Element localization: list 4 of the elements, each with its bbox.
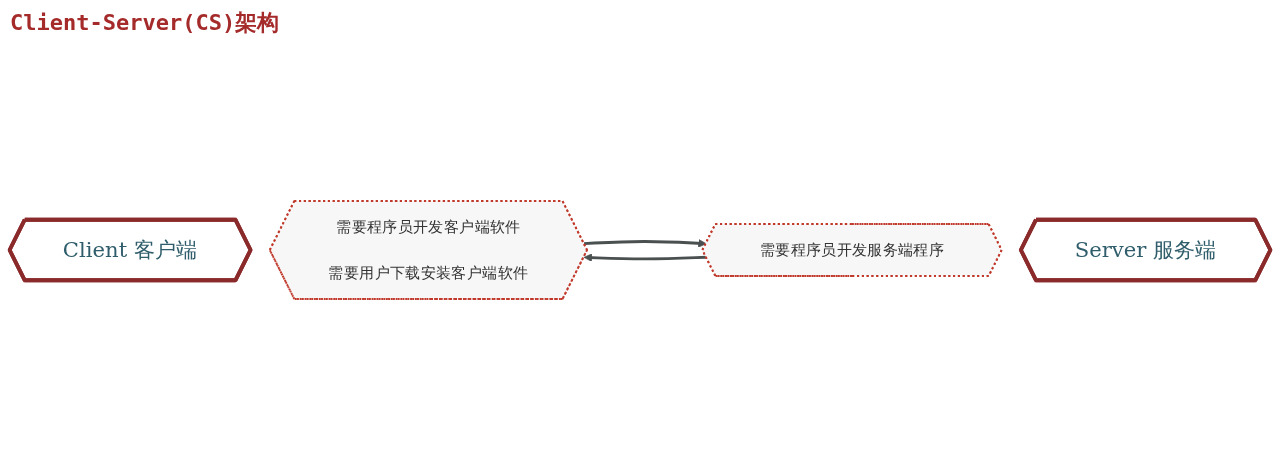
diagram: Client 客户端 需要程序员开发客户端软件 需要用户下载安装客户端软件 需要程序员开发服务端程序 Server 服务端 bbox=[0, 50, 1280, 450]
arrow bbox=[584, 239, 707, 248]
diagram-title: Client-Server(CS)架构 bbox=[10, 9, 280, 37]
arrow bbox=[583, 253, 707, 262]
